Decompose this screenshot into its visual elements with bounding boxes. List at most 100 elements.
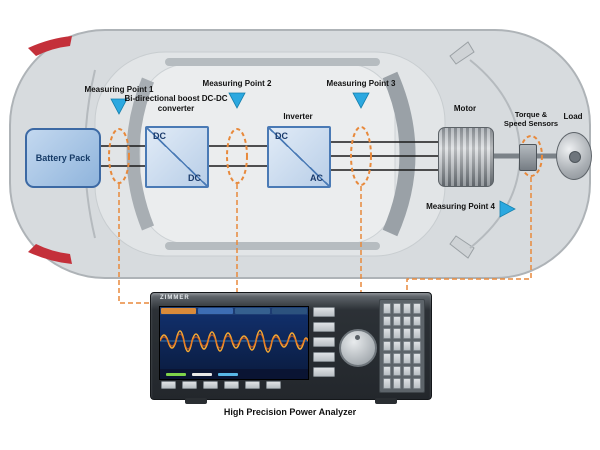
triangle-mp4 [499, 200, 516, 218]
tail-light-top [28, 36, 72, 56]
analyzer-key [182, 381, 197, 389]
inverter: DC AC [267, 126, 331, 188]
knob-marker [355, 335, 360, 340]
analyzer-key [383, 315, 391, 327]
triangle-mp2 [228, 92, 246, 109]
analyzer-keypad [379, 299, 425, 393]
converter-diagonal [147, 128, 207, 186]
analyzer-brand: ZIMMER [160, 295, 190, 301]
screen-menu-tab [198, 308, 233, 314]
analyzer-midkeys [313, 307, 335, 377]
analyzer-key [383, 378, 391, 389]
inverter-title: Inverter [283, 112, 313, 121]
analyzer-key [393, 328, 401, 339]
converter-input-label: DC [153, 131, 166, 141]
mirror-bottom [449, 235, 475, 259]
analyzer-fkeys [161, 381, 281, 389]
motor-label: Motor [453, 104, 477, 113]
analyzer-caption: High Precision Power Analyzer [223, 407, 357, 417]
analyzer-key [393, 303, 401, 314]
analyzer-key [383, 303, 391, 314]
inverter-diagonal [269, 128, 329, 186]
analyzer-key [245, 381, 260, 389]
analyzer-key [161, 381, 176, 389]
analyzer-key [413, 353, 421, 364]
dcdc-converter: DC DC [145, 126, 209, 188]
analyzer-key [393, 315, 401, 327]
readout-bar [218, 372, 238, 376]
analyzer-key [224, 381, 239, 389]
analyzer-key [266, 381, 281, 389]
analyzer-key [393, 340, 401, 352]
analyzer-key [203, 381, 218, 389]
load-hub [569, 151, 581, 163]
analyzer-foot-right [375, 398, 397, 404]
route-mp4 [406, 177, 532, 292]
screen-menu-tab [161, 308, 196, 314]
analyzer-knob [339, 329, 377, 367]
analyzer-key [413, 328, 421, 339]
analyzer-key [383, 340, 391, 352]
battery-pack: Battery Pack [25, 128, 101, 188]
analyzer-key [383, 353, 391, 364]
ellipse-mp3 [350, 126, 372, 186]
readout-bar [166, 372, 186, 376]
converter-output-label: DC [188, 173, 201, 183]
waveform-trace-secondary [160, 333, 308, 350]
sensors-label: Torque & Speed Sensors [503, 110, 559, 128]
motor [438, 127, 494, 187]
analyzer-key [393, 353, 401, 364]
screen-menu-tab [235, 308, 270, 314]
measuring-point-3-label: Measuring Point 3 [326, 79, 396, 88]
analyzer-key [313, 337, 335, 347]
converter-title: Bi-directional boost DC-DC converter [124, 94, 228, 113]
analyzer-key [403, 365, 411, 377]
ellipse-mp1 [108, 128, 130, 184]
analyzer-key [413, 315, 421, 327]
screen-menubar [160, 307, 308, 315]
analyzer-key [413, 303, 421, 314]
analyzer-key [403, 340, 411, 352]
torque-speed-sensor [519, 144, 537, 171]
measuring-triangles [110, 92, 516, 218]
analyzer-key [313, 352, 335, 362]
analyzer-key [383, 365, 391, 377]
mirror-top [449, 41, 475, 65]
triangle-mp1 [110, 98, 128, 115]
measuring-point-4-label: Measuring Point 4 [426, 202, 495, 211]
inverter-output-label: AC [310, 173, 323, 183]
analyzer-key [383, 328, 391, 339]
ellipse-mp2 [226, 128, 248, 184]
rear-window [126, 77, 155, 231]
analyzer-key [413, 340, 421, 352]
inverter-input-label: DC [275, 131, 288, 141]
load-flywheel [556, 132, 592, 180]
analyzer-key [413, 365, 421, 377]
battery-pack-label: Battery Pack [35, 153, 91, 163]
analyzer-key [403, 378, 411, 389]
route-mp1 [118, 184, 150, 304]
analyzer-key [403, 303, 411, 314]
measuring-point-1-label: Measuring Point 1 [84, 85, 154, 94]
dashed-routes [118, 177, 532, 304]
windshield [382, 71, 416, 237]
measuring-point-2-label: Measuring Point 2 [202, 79, 272, 88]
screen-menu-tab [272, 308, 307, 314]
analyzer-key [313, 367, 335, 377]
tail-light-bottom [28, 244, 72, 264]
side-window-top [165, 58, 380, 66]
load-label: Load [563, 112, 583, 121]
readout-bar [192, 372, 212, 376]
screen-readout [160, 369, 308, 379]
analyzer-key [393, 365, 401, 377]
analyzer-key [313, 322, 335, 332]
analyzer-key [403, 353, 411, 364]
analyzer-key [413, 378, 421, 389]
analyzer-foot-left [185, 398, 207, 404]
triangle-mp3 [352, 92, 370, 109]
analyzer-key [393, 378, 401, 389]
analyzer-key [313, 307, 335, 317]
analyzer-key [403, 328, 411, 339]
waveform-plot [160, 329, 308, 353]
